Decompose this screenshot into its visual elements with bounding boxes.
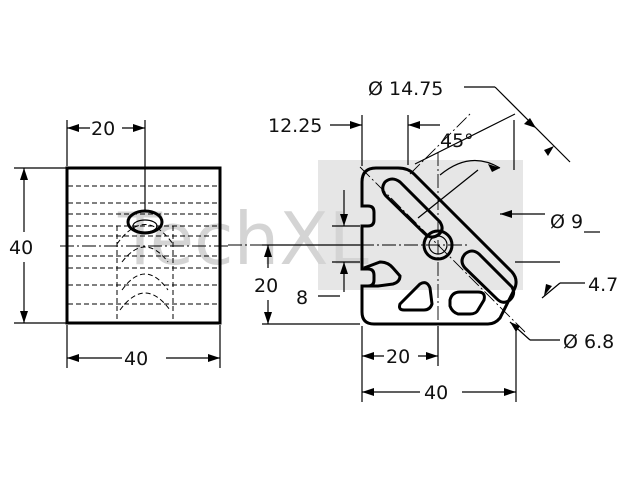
watermark-text: TechXL — [117, 197, 369, 281]
profile-slot-width-dim: 4.7 — [588, 274, 618, 296]
front-view-hidden-lines — [68, 185, 219, 322]
front-hole-offset-dim: 20 — [91, 118, 115, 140]
front-view: 20 40 40 — [9, 118, 228, 370]
profile-t-slot-bottom — [448, 290, 486, 316]
profile-t-slot-left — [363, 260, 402, 288]
front-width-dim: 40 — [124, 348, 148, 370]
profile-diameter-small-dim: Ø 6.8 — [563, 331, 614, 353]
profile-offset-dim: 12.25 — [268, 115, 322, 137]
front-view-outline — [65, 166, 222, 325]
profile-view: Ø 14.75 12.25 45° Ø 9 4.7 Ø 6.8 — [228, 78, 618, 404]
profile-angle-dim: 45° — [440, 130, 474, 152]
profile-half-width-dim: 20 — [386, 346, 410, 368]
profile-center-diagonal — [359, 166, 526, 333]
front-view-hole-inner — [132, 219, 158, 233]
profile-slot-opening-dim: 8 — [296, 287, 308, 309]
front-height-dim: 40 — [9, 237, 33, 259]
profile-width-dim: 40 — [424, 382, 448, 404]
profile-half-height-dim: 20 — [254, 275, 278, 297]
profile-pocket-bottom — [398, 281, 434, 312]
profile-slot-right — [460, 249, 516, 304]
profile-diameter-outer-dim: Ø 14.75 — [368, 78, 443, 100]
profile-outline — [360, 166, 518, 326]
profile-diameter-bore-dim: Ø 9 — [550, 211, 583, 233]
